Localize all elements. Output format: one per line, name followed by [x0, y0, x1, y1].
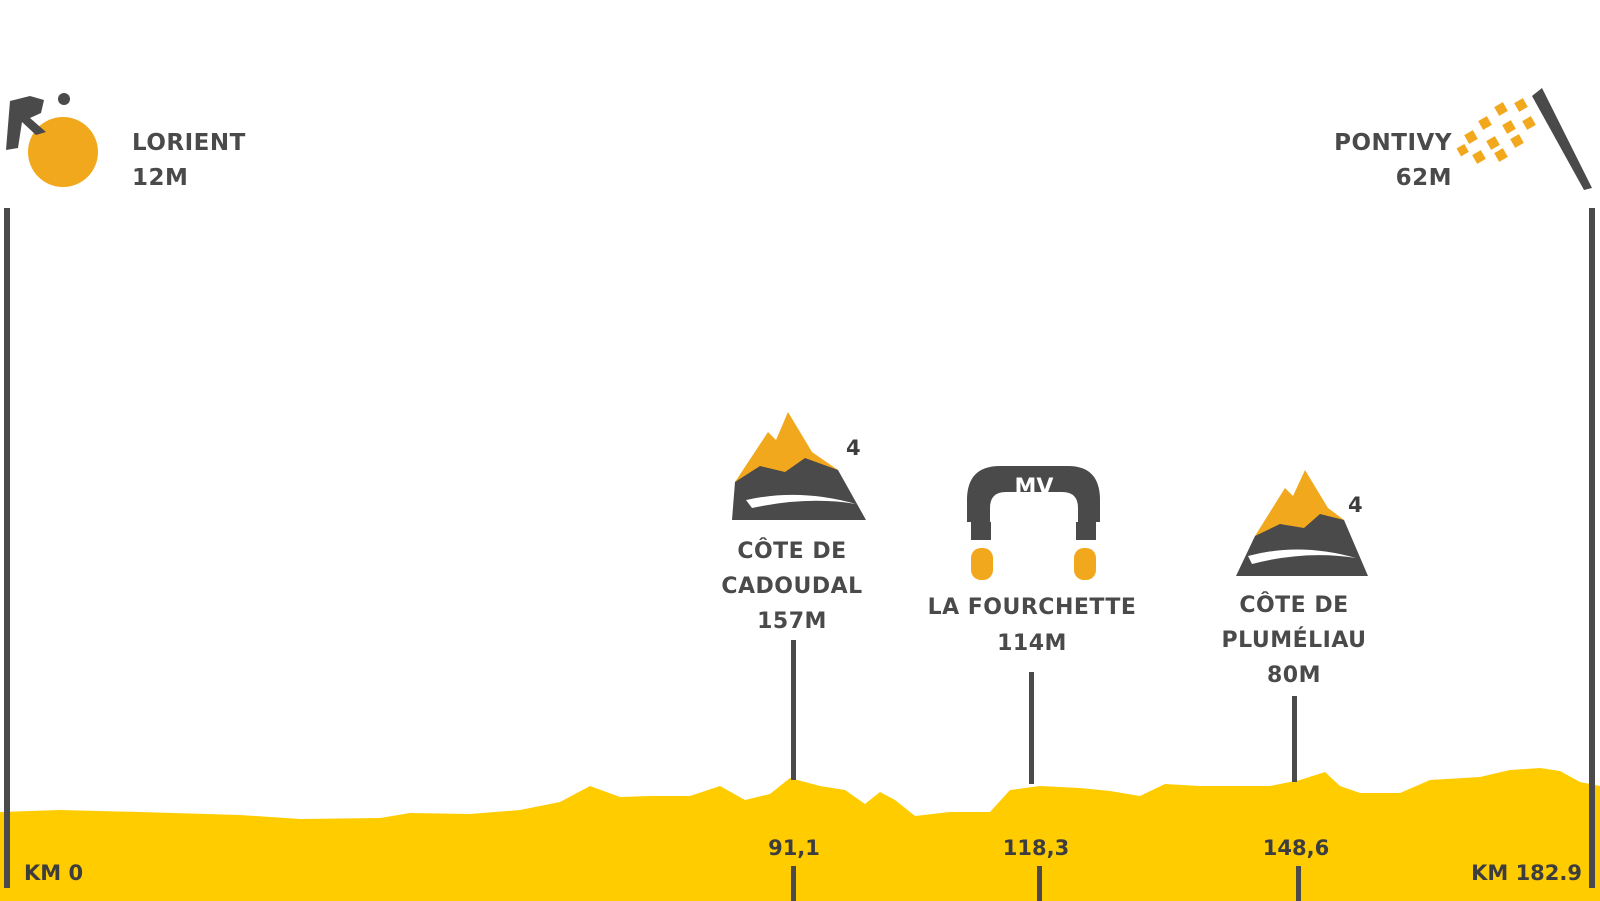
climb-category: 4	[1348, 493, 1363, 517]
km-plumeliau: 148,6	[1263, 836, 1329, 860]
km-tick-plumeliau	[1296, 866, 1301, 901]
climb-marker-line	[1292, 696, 1297, 782]
start-altitude: 12M	[132, 165, 188, 191]
mountain-icon	[732, 412, 866, 520]
climb-name-line1: CÔTE DE	[737, 538, 846, 564]
climb-category: 4	[846, 436, 861, 460]
sprint-altitude: 114M	[997, 631, 1067, 656]
sprint-name: LA FOURCHETTE	[928, 595, 1137, 620]
climb-name-line2: CADOUDAL	[721, 574, 862, 599]
climb-altitude: 157M	[757, 609, 827, 634]
finish-town: PONTIVY	[1334, 130, 1452, 156]
km-fourchette: 118,3	[1003, 836, 1069, 860]
finish-line	[1589, 208, 1595, 888]
mountain-icon	[1236, 470, 1368, 576]
sprint-badge: MV	[1015, 475, 1054, 500]
climb-name-line2: PLUMÉLIAU	[1221, 627, 1366, 653]
climb-altitude: 80M	[1267, 663, 1321, 688]
sprint-arch-icon: MV	[967, 466, 1100, 580]
finish-flag-icon	[1456, 88, 1592, 190]
finish-altitude: 62M	[1396, 165, 1452, 191]
elevation-profile	[0, 768, 1600, 901]
sprint-marker-line	[1029, 672, 1034, 784]
km-cadoudal: 91,1	[768, 836, 820, 860]
km-finish: KM 182.9	[1471, 861, 1582, 885]
start-line	[4, 208, 10, 888]
km-start: KM 0	[24, 861, 83, 885]
climb-cadoudal: 4 CÔTE DE CADOUDAL 157M	[721, 412, 866, 780]
climb-plumeliau: 4 CÔTE DE PLUMÉLIAU 80M	[1221, 470, 1368, 782]
km-tick-fourchette	[1037, 866, 1042, 901]
climb-name-line1: CÔTE DE	[1239, 592, 1348, 618]
km-tick-cadoudal	[791, 866, 796, 901]
sprint-fourchette: MV LA FOURCHETTE 114M	[928, 466, 1137, 784]
start-town: LORIENT	[132, 130, 246, 156]
climb-marker-line	[791, 640, 796, 780]
start-icon	[6, 93, 98, 187]
